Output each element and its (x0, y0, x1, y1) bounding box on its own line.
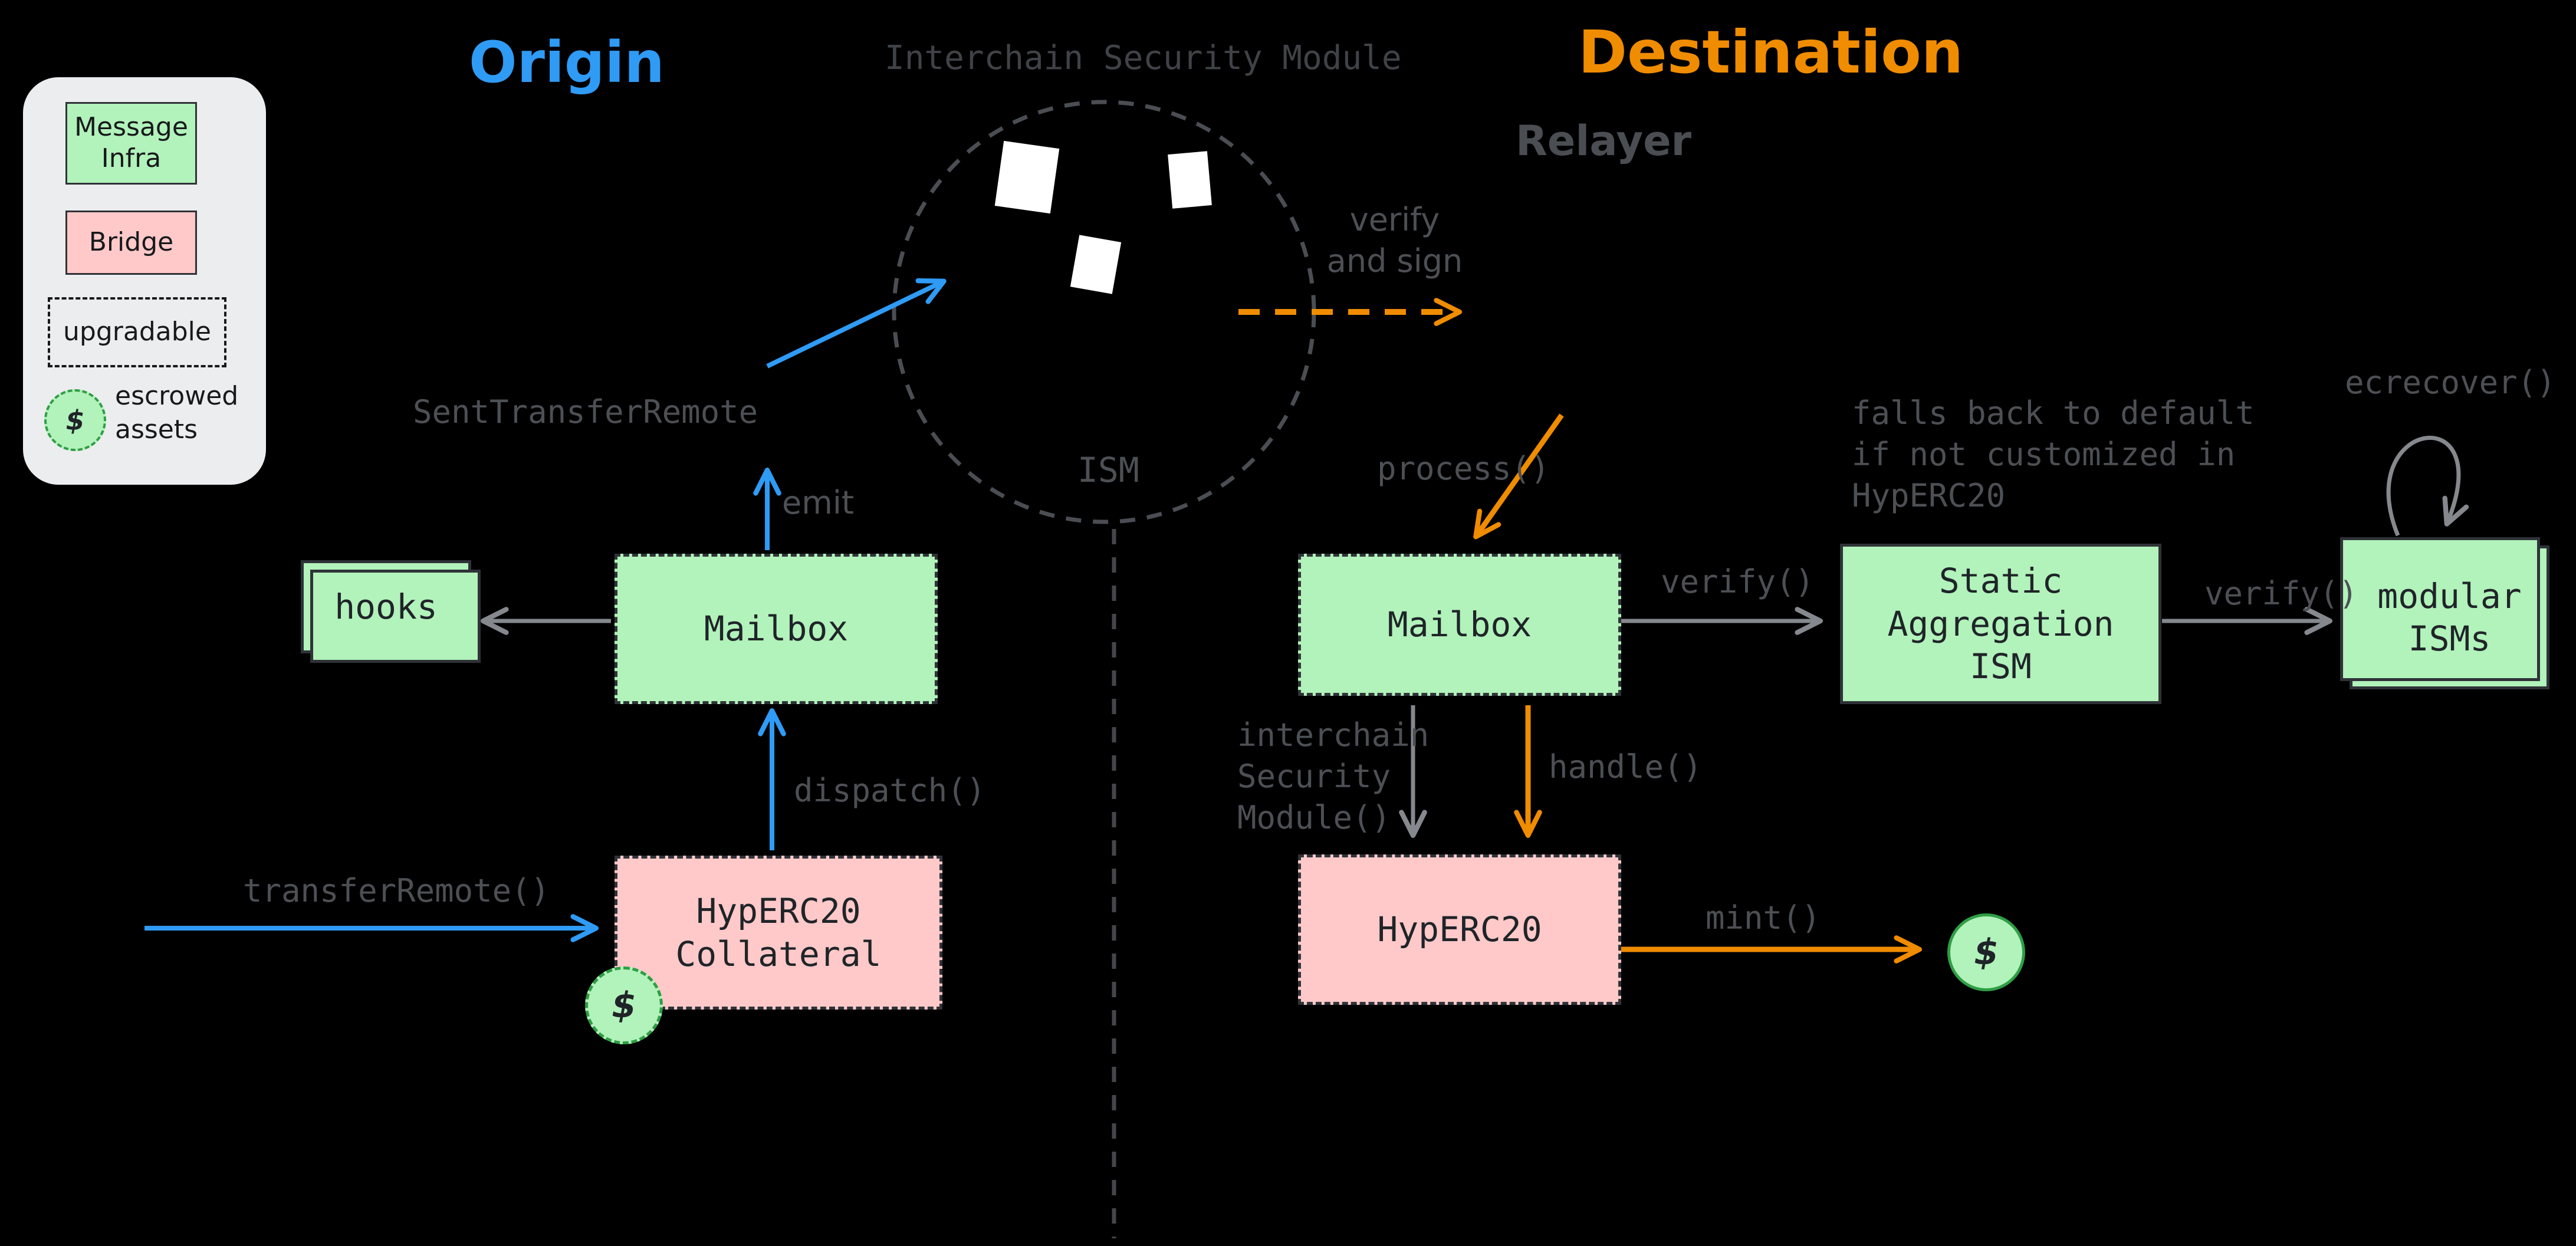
process-arrow (1473, 413, 1564, 540)
origin-mailbox-label: Mailbox (704, 609, 849, 649)
origin-mailbox-node: Mailbox (615, 554, 938, 704)
legend-upgradable-label: upgradable (63, 317, 211, 347)
ecrecover-label: ecrecover() (2345, 364, 2556, 401)
destination-mailbox-node: Mailbox (1298, 554, 1621, 696)
legend-message-infra-label: Message Infra (74, 112, 188, 173)
static-aggregation-ism-label: Static Aggregation ISM (1887, 561, 2114, 687)
legend-bridge-label: Bridge (88, 227, 174, 258)
hooks-label: hooks (334, 586, 438, 627)
validator-icon (1070, 235, 1122, 294)
hyperc20-collateral-node: HypERC20 Collateral (615, 856, 942, 1010)
destination-hyperc20-label: HypERC20 (1377, 909, 1542, 950)
legend-escrowed-label: escrowed assets (115, 381, 239, 445)
hyperc20-collateral-label: HypERC20 Collateral (675, 891, 882, 974)
legend-message-infra-swatch: Message Infra (65, 102, 197, 185)
origin-heading: Origin (469, 29, 665, 96)
legend-dollar-glyph: $ (65, 404, 85, 436)
sent-transfer-remote-label: SentTransferRemote (413, 393, 758, 430)
mint-label: mint() (1706, 899, 1821, 936)
validator-icon (994, 140, 1060, 214)
verify-label-1: verify() (1661, 563, 1815, 600)
legend-escrowed-dollar-icon: $ (44, 389, 106, 451)
validator-icon (1168, 151, 1212, 209)
hooks-node: hooks (301, 560, 471, 653)
origin-dollar-glyph: $ (612, 985, 636, 1026)
verify-and-sign-label: verify and sign (1326, 201, 1463, 280)
destination-dollar-glyph: $ (1974, 932, 1999, 973)
ism-heading: Interchain Security Module (885, 39, 1402, 77)
to-ism-arrow (766, 278, 947, 369)
escrowed-assets-dollar-icon: $ (585, 966, 663, 1044)
modular-isms-node: modular ISMs (2350, 545, 2549, 689)
emit-label: emit (782, 484, 855, 521)
minted-assets-dollar-icon: $ (1947, 913, 2025, 991)
legend-panel: Message Infra Bridge upgradable $ escrow… (23, 77, 266, 485)
static-aggregation-ism-node: Static Aggregation ISM (1840, 544, 2161, 704)
verify-label-2: verify() (2204, 575, 2358, 612)
process-label: process() (1377, 450, 1550, 487)
falls-back-note: falls back to default if not customized … (1852, 394, 2255, 515)
destination-heading: Destination (1578, 18, 1964, 87)
modular-isms-label: modular ISMs (2377, 576, 2522, 659)
destination-hyperc20-node: HypERC20 (1298, 854, 1621, 1005)
dispatch-label: dispatch() (794, 772, 986, 809)
relayer-label: Relayer (1516, 117, 1692, 165)
legend-bridge-swatch: Bridge (65, 211, 197, 275)
ecrecover-loop-arrow (2386, 436, 2469, 537)
ism-circle-label: ISM (1077, 450, 1139, 490)
destination-mailbox-label: Mailbox (1387, 604, 1532, 645)
handle-label: handle() (1549, 748, 1703, 785)
legend-upgradable-swatch: upgradable (48, 297, 226, 367)
transfer-remote-label: transferRemote() (243, 872, 550, 909)
interchain-security-module-label: interchain Security Module() (1237, 716, 1430, 837)
